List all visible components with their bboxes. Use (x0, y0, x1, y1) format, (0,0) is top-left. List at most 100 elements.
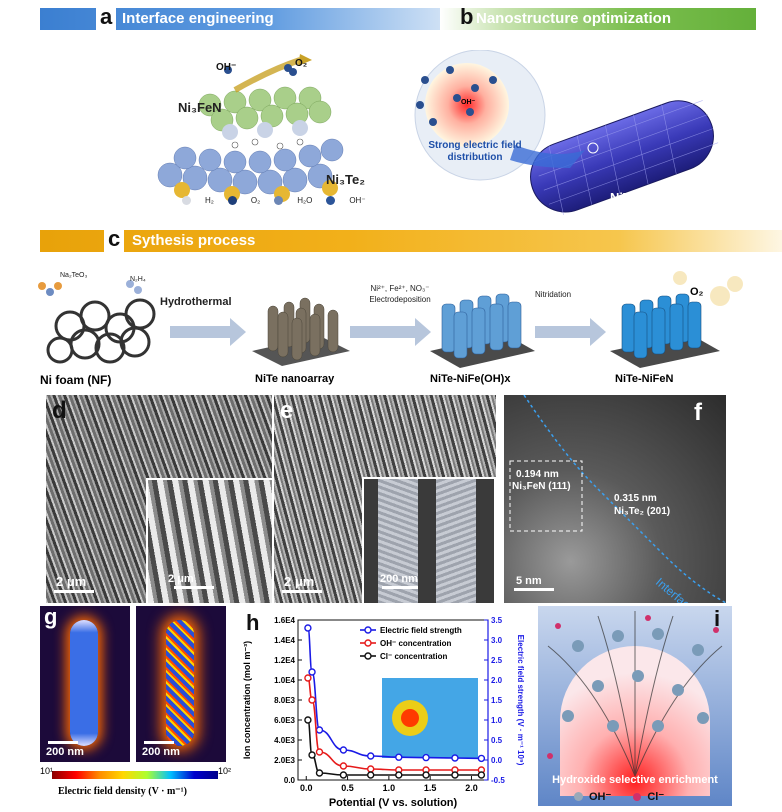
main-scale-text: 2 μm (56, 574, 87, 589)
panel-c-title: Sythesis process (132, 232, 256, 249)
y-tick-label: 1.4E4 (274, 636, 295, 645)
inset-scale-bar (382, 586, 418, 589)
series-point-1 (304, 674, 312, 682)
legend-h2: H₂ (205, 196, 214, 205)
y2-tick-label: 1.0 (491, 716, 503, 725)
x-tick-label: 0.5 (341, 783, 354, 793)
ni3fen-label: Ni₃FeN (178, 100, 222, 115)
y2-tick-label: 3.5 (491, 616, 503, 625)
panel-e-sem-image: e 200 nm 2 μm (274, 395, 496, 603)
label-nite-nanoarray: NiTe nanoarray (255, 373, 335, 385)
panel-i-legend: OH⁻ Cl⁻ (574, 790, 664, 803)
panel-e-inset: 200 nm (362, 477, 496, 603)
phase-1: Ni₃FeN (111) (512, 481, 571, 492)
series-point-0 (422, 753, 430, 762)
y-tick-label: 1.0E4 (274, 676, 295, 685)
spacing-1: 0.194 nm (516, 469, 559, 480)
panel-e-letter: e (280, 397, 294, 424)
legend-h2o: H₂O (297, 196, 313, 205)
scale-text: 200 nm (46, 746, 84, 758)
phase-2: Ni₃Te₂ (201) (614, 506, 671, 517)
panel-h-letter: h (246, 610, 260, 635)
panel-g-letter: g (44, 604, 58, 629)
oh-ion-icon (574, 792, 583, 801)
y2-axis-label: Electric field strength (V · m⁻¹ 10⁹) (516, 635, 525, 766)
y2-tick-label: 0.5 (491, 736, 503, 745)
series-point-2 (366, 771, 375, 779)
y2-tick-label: -0.5 (491, 776, 505, 785)
series-point-2 (477, 771, 486, 779)
panel-b: Nanostructure optimization b (440, 0, 782, 222)
y2-tick-label: 1.5 (491, 696, 503, 705)
h2-icon (182, 196, 191, 205)
y-tick-label: 0.0 (284, 776, 296, 785)
y2-tick-label: 0.0 (491, 756, 503, 765)
panel-b-letter: b (460, 4, 474, 29)
panel-a-legend: H₂ O₂ H₂O OH⁻ (182, 196, 366, 205)
colorbar-max: 10² (218, 766, 232, 776)
y-tick-label: 4.0E3 (274, 736, 295, 745)
panel-a-title: Interface engineering (122, 10, 274, 27)
step-electrodeposition: Ni²⁺, Fe²⁺, NO₃⁻ Electrodeposition (369, 284, 431, 304)
chart-inset-core (401, 709, 419, 727)
step-hydrothermal: Hydrothermal (160, 296, 232, 308)
field-lines (547, 611, 723, 777)
colorbar-min: 10¹ (40, 766, 54, 776)
inset-scale-text: 2 μm (168, 573, 194, 585)
bubble-oh-label: OH⁻ (461, 99, 476, 106)
colorbar (52, 771, 218, 779)
y-tick-label: 1.6E4 (274, 616, 295, 625)
y-tick-label: 1.2E4 (274, 656, 295, 665)
y-tick-label: 2.0E3 (274, 756, 295, 765)
label-nite-nifeohx: NiTe-NiFe(OH)x (430, 373, 511, 385)
series-point-1 (366, 765, 375, 773)
legend-marker-1 (364, 639, 372, 647)
series-point-1 (308, 696, 316, 704)
legend-o2: O₂ (250, 196, 261, 205)
main-scale-bar (54, 590, 94, 593)
legend-cl: Cl⁻ (647, 791, 665, 803)
product-o2: O₂ (690, 286, 704, 298)
legend-label-1: OH⁻ concentration (380, 639, 451, 648)
x-tick-label: 2.0 (465, 783, 478, 793)
step-nitridation: Nitridation (535, 290, 572, 299)
scale-bar (144, 741, 174, 744)
series-point-2 (422, 771, 430, 779)
h2o-icon (274, 196, 284, 205)
ni-foam-graphic (46, 298, 156, 364)
panel-b-title: Nanostructure optimization (476, 10, 672, 27)
panel-f-hrtem-image: f 0.194 nm Ni₃FeN (111) 0.315 nm Ni₃Te₂ … (504, 395, 726, 603)
interface-model-illustration (157, 54, 344, 202)
series-point-1 (339, 762, 348, 770)
y2-tick-label: 2.5 (491, 656, 503, 665)
nanorod-illustration (414, 50, 719, 216)
reagent-na2teo3: Na₂TeO₃ (60, 272, 88, 279)
panel-i: i Hydroxide selective enrichment OH⁻ Cl⁻ (538, 606, 732, 806)
enrichment-caption: Hydroxide selective enrichment (552, 774, 718, 786)
series-point-0 (339, 746, 348, 754)
cl-ion-icon (633, 792, 642, 801)
label-nite-nifen: NiTe-NiFeN (615, 373, 674, 385)
field-map-right: 200 nm (136, 606, 226, 762)
series-point-1 (315, 748, 324, 756)
x-tick-label: 1.0 (383, 783, 396, 793)
series-point-0 (366, 752, 375, 760)
interface-line (509, 395, 726, 603)
main-scale-bar (282, 590, 322, 593)
series-point-2 (304, 716, 312, 724)
series-point-2 (308, 751, 316, 759)
legend-marker-2 (364, 652, 372, 660)
y-tick-label: 6.0E3 (274, 716, 295, 725)
panel-b-banner: Nanostructure optimization (440, 8, 756, 30)
series-point-0 (395, 753, 403, 761)
main-scale-text: 2 μm (284, 574, 315, 589)
panel-a-letter: a (96, 4, 117, 30)
field-map-left: 200 nm (40, 606, 130, 762)
series-point-0 (451, 754, 459, 762)
panel-a: Interface engineering a OH⁻ O₂ Ni₃FeN Ni… (0, 0, 542, 222)
panel-g: 200 nm 200 nm g 10¹ 10² Electric field d… (40, 604, 232, 812)
series-point-0 (477, 754, 486, 763)
series-point-2 (339, 771, 348, 779)
synthesis-process-diagram (38, 271, 743, 368)
legend-oh: OH⁻ (589, 791, 612, 803)
